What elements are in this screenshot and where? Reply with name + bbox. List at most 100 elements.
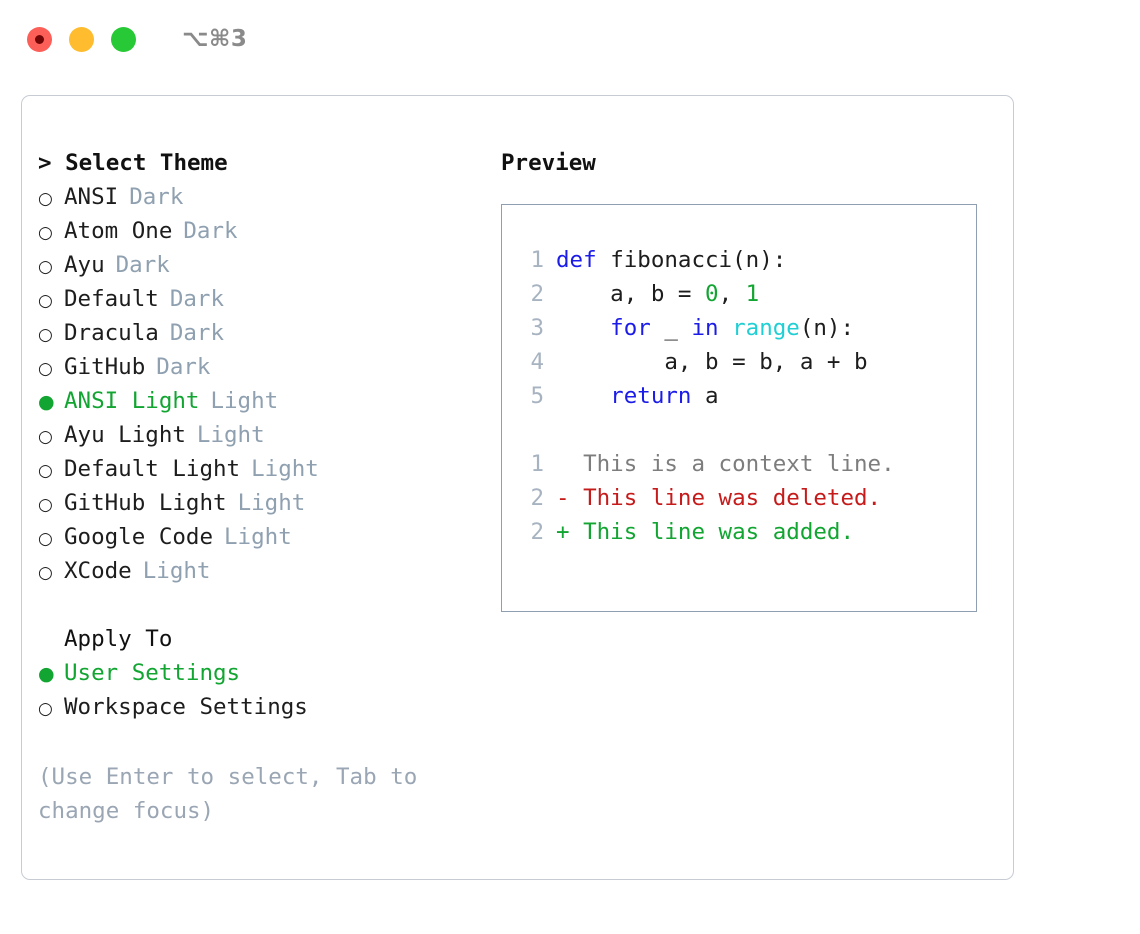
radio-unselected-icon: ○ (38, 189, 53, 209)
traffic-lights (27, 26, 136, 52)
theme-option-label: Atom One (64, 218, 173, 244)
code-token: 0 (705, 281, 719, 307)
preview-title: Preview (501, 150, 596, 176)
theme-variant-tag: Dark (156, 354, 211, 380)
page-title: > Select Theme (38, 150, 228, 176)
radio-selected-icon: ● (38, 663, 55, 685)
theme-option-github[interactable]: ○ GitHub Dark (38, 350, 498, 384)
code-line: 1 def fibonacci(n): (518, 243, 976, 277)
theme-option-label: Default (64, 286, 159, 312)
code-token: (n): (799, 315, 855, 341)
code-token: for (556, 315, 651, 341)
code-line: 2 a, b = 0, 1 (518, 277, 976, 311)
theme-variant-tag: Dark (183, 218, 238, 244)
radio-unselected-icon: ○ (38, 461, 53, 481)
theme-option-label: Google Code (64, 524, 214, 550)
code-token: 1 (745, 281, 760, 307)
theme-option-github-light[interactable]: ○ GitHub Light Light (38, 486, 498, 520)
code-text: a, b = 0, 1 (556, 277, 759, 311)
close-button[interactable] (27, 26, 52, 52)
theme-option-label: XCode (64, 558, 132, 584)
code-text: return a (556, 379, 719, 413)
code-token: range (732, 315, 800, 341)
theme-option-label: Ayu Light (64, 422, 186, 448)
code-text: def fibonacci(n): (556, 243, 786, 277)
minimize-button[interactable] (69, 26, 94, 52)
apply-to-option-user-settings[interactable]: ● User Settings (38, 656, 498, 690)
code-text: for _ in range(n): (556, 311, 854, 345)
apply-to-header: Apply To (64, 626, 173, 652)
theme-option-default[interactable]: ○ Default Dark (38, 282, 498, 316)
theme-variant-tag: Light (210, 388, 279, 414)
radio-unselected-icon: ○ (38, 291, 53, 311)
theme-option-label: Default Light (64, 456, 241, 482)
code-token: a, b = (556, 281, 706, 307)
theme-option-ansi-light[interactable]: ● ANSI Light Light (38, 384, 498, 418)
theme-option-ayu[interactable]: ○ Ayu Dark (38, 248, 498, 282)
line-number: 2 (530, 519, 544, 545)
code-text: a, b = b, a + b (556, 345, 868, 379)
theme-option-ayu-light[interactable]: ○ Ayu Light Light (38, 418, 498, 452)
maximize-button[interactable] (111, 26, 136, 52)
keyboard-hint: (Use Enter to select, Tab to change focu… (38, 764, 418, 824)
diff-line: 2 - This line was deleted. (518, 481, 976, 515)
theme-variant-tag: Dark (115, 252, 170, 278)
code-token: in (691, 315, 733, 341)
theme-option-label: Ayu (64, 252, 105, 278)
theme-option-label: ANSI (64, 184, 119, 210)
radio-unselected-icon: ○ (38, 495, 53, 515)
diff-text: + This line was added. (556, 519, 855, 545)
apply-to-option-label: User Settings (64, 660, 241, 686)
code-token: a (691, 383, 719, 409)
radio-unselected-icon: ○ (38, 257, 53, 277)
radio-unselected-icon: ○ (38, 325, 53, 345)
code-line: 3 for _ in range(n): (518, 311, 976, 345)
list-spacer (38, 588, 498, 622)
diff-text: - This line was deleted. (556, 485, 882, 511)
line-number: 1 (530, 247, 544, 273)
radio-unselected-icon: ○ (38, 699, 53, 719)
close-icon (35, 34, 44, 44)
code-token: _ (650, 315, 692, 341)
code-token: return (556, 383, 692, 409)
theme-variant-tag: Light (237, 490, 306, 516)
apply-to-option-workspace-settings[interactable]: ○ Workspace Settings (38, 690, 498, 724)
theme-option-google-code[interactable]: ○ Google Code Light (38, 520, 498, 554)
diff-line: 2 + This line was added. (518, 515, 976, 549)
code-token: a, b = b, a + b (556, 349, 868, 375)
line-number: 1 (530, 451, 544, 477)
theme-option-label: GitHub Light (64, 490, 227, 516)
keyboard-shortcut-label: ⌥⌘3 (182, 26, 248, 52)
radio-unselected-icon: ○ (38, 427, 53, 447)
theme-option-label: GitHub (64, 354, 146, 380)
diff-sample: 1 This is a context line.2- This line wa… (518, 447, 976, 549)
radio-selected-icon: ● (38, 391, 55, 413)
apply-to-option-label: Workspace Settings (64, 694, 308, 720)
apply-to-list: ● User Settings ○ Workspace Settings (38, 656, 498, 724)
theme-variant-tag: Dark (169, 320, 225, 346)
code-line: 5 return a (518, 379, 976, 413)
line-number: 2 (530, 485, 544, 511)
line-number: 3 (530, 315, 544, 341)
theme-option-label: ANSI Light (64, 388, 200, 414)
theme-variant-tag: Light (142, 558, 211, 584)
theme-variant-tag: Light (196, 422, 265, 448)
code-token: , (718, 281, 746, 307)
radio-unselected-icon: ○ (38, 529, 53, 549)
theme-variant-tag: Light (224, 524, 292, 550)
code-token: fibonacci(n): (610, 247, 787, 273)
radio-unselected-icon: ○ (38, 359, 53, 379)
theme-variant-tag: Dark (169, 286, 225, 312)
